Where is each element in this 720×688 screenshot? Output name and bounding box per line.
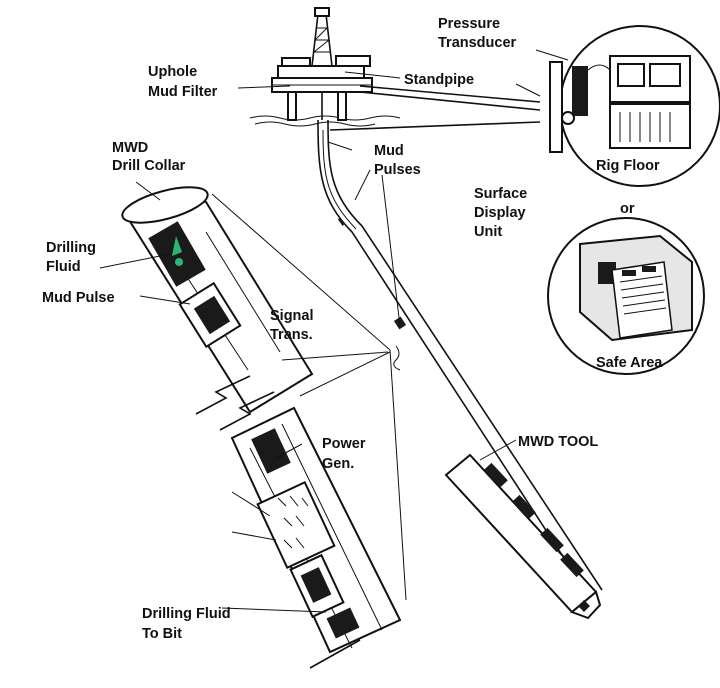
pressure-transducer-label: Pressure Transducer	[438, 16, 517, 51]
mwd-tool-section	[444, 453, 602, 620]
drilling-fluid-to-bit-label: Drilling Fluid To Bit	[142, 606, 235, 642]
signal-trans-label: Signal Trans.	[270, 308, 318, 343]
rig-floor-inset	[549, 25, 720, 187]
or-label: or	[620, 201, 635, 217]
drilling-fluid-label: Drilling Fluid	[46, 240, 100, 275]
safe-area-label: Safe Area	[596, 355, 663, 371]
mud-pulse-label: Mud Pulse	[42, 290, 115, 306]
standpipe-label: Standpipe	[404, 72, 474, 88]
label-leaders	[99, 49, 569, 613]
surface-lines	[329, 71, 541, 131]
mud-pulses-label: Mud Pulses	[374, 143, 421, 178]
mwd-tool-label: MWD TOOL	[518, 434, 598, 450]
offshore-rig	[249, 7, 401, 127]
surface-display-unit-label: Surface Display Unit	[474, 186, 531, 240]
power-gen-label: Power Gen.	[322, 436, 370, 472]
safe-area-inset	[547, 217, 705, 375]
uphole-mud-filter-label: Uphole Mud Filter	[148, 64, 218, 100]
mwd-drill-collar-label: MWD Drill Collar	[112, 140, 186, 174]
drill-collar-cutaway	[121, 186, 407, 669]
rig-floor-label: Rig Floor	[596, 158, 660, 174]
wellbore	[317, 119, 603, 599]
labels: Pressure Transducer Uphole Mud Filter St…	[42, 16, 663, 642]
